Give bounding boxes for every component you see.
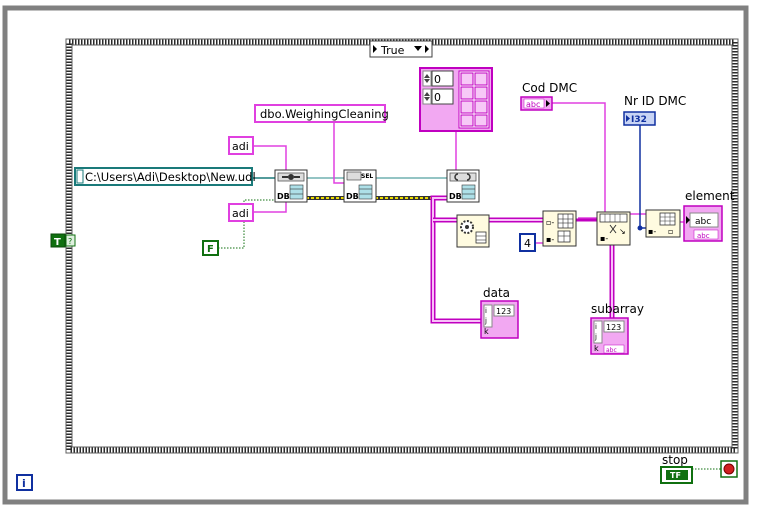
svg-text:k: k [484,327,489,336]
loop-condition-terminal[interactable] [720,460,738,478]
tunnel-selector-icon: ? [68,237,72,246]
cod-dmc-type: abc [526,100,540,109]
element-type: abc [695,217,711,227]
table-name-text: dbo.WeighingCleaning [260,107,389,121]
svg-text:▫: ▫ [668,227,673,236]
cod-dmc-label: Cod DMC [522,81,577,95]
index-array-1d-node[interactable]: ▪- ▫ [645,209,681,238]
array-index-1: 0 [434,91,441,104]
control-arrow-icon [626,115,630,122]
nr-id-dmc-terminal[interactable]: I32 [623,111,656,126]
boolean-true-tunnel[interactable]: T ? [50,233,76,248]
case-selector-value: True [380,44,405,57]
db-icon-text: DB [449,192,462,201]
stop-control-terminal[interactable]: TF [660,466,693,484]
connection-path-constant[interactable]: C:\Users\Adi\Desktop\New.udl [74,167,256,186]
subarray-label: subarray [591,302,644,316]
table-name-constant[interactable]: dbo.WeighingCleaning [254,104,389,123]
case-increment-icon[interactable] [425,45,429,53]
svg-text:▫-: ▫- [546,218,554,227]
svg-text:▪-: ▪- [546,235,554,244]
while-loop-frame[interactable] [2,5,749,505]
svg-text:abc: abc [697,232,710,240]
db-open-connection-node[interactable]: DB [274,169,308,203]
case-decrement-icon[interactable] [373,45,377,53]
array-index-0: 0 [434,73,441,86]
svg-text:i: i [485,307,487,315]
case-selector[interactable]: True [369,40,433,58]
db-close-connection-node[interactable]: DB [446,169,480,203]
svg-text:abc: abc [606,347,617,354]
index-numeric-constant[interactable]: 4 [519,233,536,252]
element-label: element [685,189,735,203]
nr-id-dmc-type: I32 [631,115,647,125]
subarray-type: 123 [606,323,621,332]
iteration-terminal: i [16,474,33,491]
db-icon-text: DB [346,192,359,201]
cod-dmc-terminal[interactable]: abc [520,96,553,111]
boolean-wires[interactable] [218,199,722,470]
data-type: 123 [496,307,511,316]
index-down-icon[interactable] [424,79,430,83]
stop-type: TF [670,471,681,480]
nr-id-dmc-label: Nr ID DMC [624,94,686,108]
svg-text:j: j [594,333,597,341]
control-arrow-icon [546,100,550,107]
password-string-text: adi [232,207,249,220]
index-up-icon[interactable] [424,74,430,78]
svg-text:▪-: ▪- [600,234,608,243]
svg-text:j: j [484,317,487,325]
svg-text:↘: ↘ [619,227,626,236]
search-array-node[interactable]: ▪- ↘ [596,211,631,246]
wire-junction-dot [637,225,643,231]
iteration-text: i [22,477,26,490]
bool-true-text: T [54,237,61,248]
variant-to-data-node[interactable] [456,214,490,248]
index-array-node[interactable]: ▫- ▪- [542,210,577,247]
password-string-constant[interactable]: adi [228,203,254,222]
index-constant-text: 4 [524,237,531,250]
array-element-grid[interactable] [458,70,490,129]
string-wires[interactable] [253,102,688,244]
sel-icon-text: SEL [361,173,373,180]
element-indicator[interactable]: abc abc [683,205,723,242]
data-indicator[interactable]: i j 123 k [480,300,519,339]
user-string-constant[interactable]: adi [228,136,254,155]
case-dropdown-icon[interactable] [414,46,422,51]
stop-sign-icon [723,463,735,475]
svg-text:k: k [594,344,599,353]
false-constant-text: F [207,244,214,255]
subarray-indicator[interactable]: i j 123 k abc [590,317,629,355]
connection-path-text: C:\Users\Adi\Desktop\New.udl [85,170,256,184]
db-select-data-node[interactable]: SEL DB [343,169,377,203]
false-boolean-constant[interactable]: F [202,240,219,256]
stop-label: stop [662,453,688,467]
array-constant[interactable]: 0 0 [419,67,493,132]
numeric-wire[interactable] [639,125,646,229]
user-string-text: adi [232,140,249,153]
db-icon-text: DB [277,192,290,201]
svg-text:i: i [595,323,597,331]
svg-text:▪-: ▪- [648,227,656,236]
data-label: data [483,286,510,300]
